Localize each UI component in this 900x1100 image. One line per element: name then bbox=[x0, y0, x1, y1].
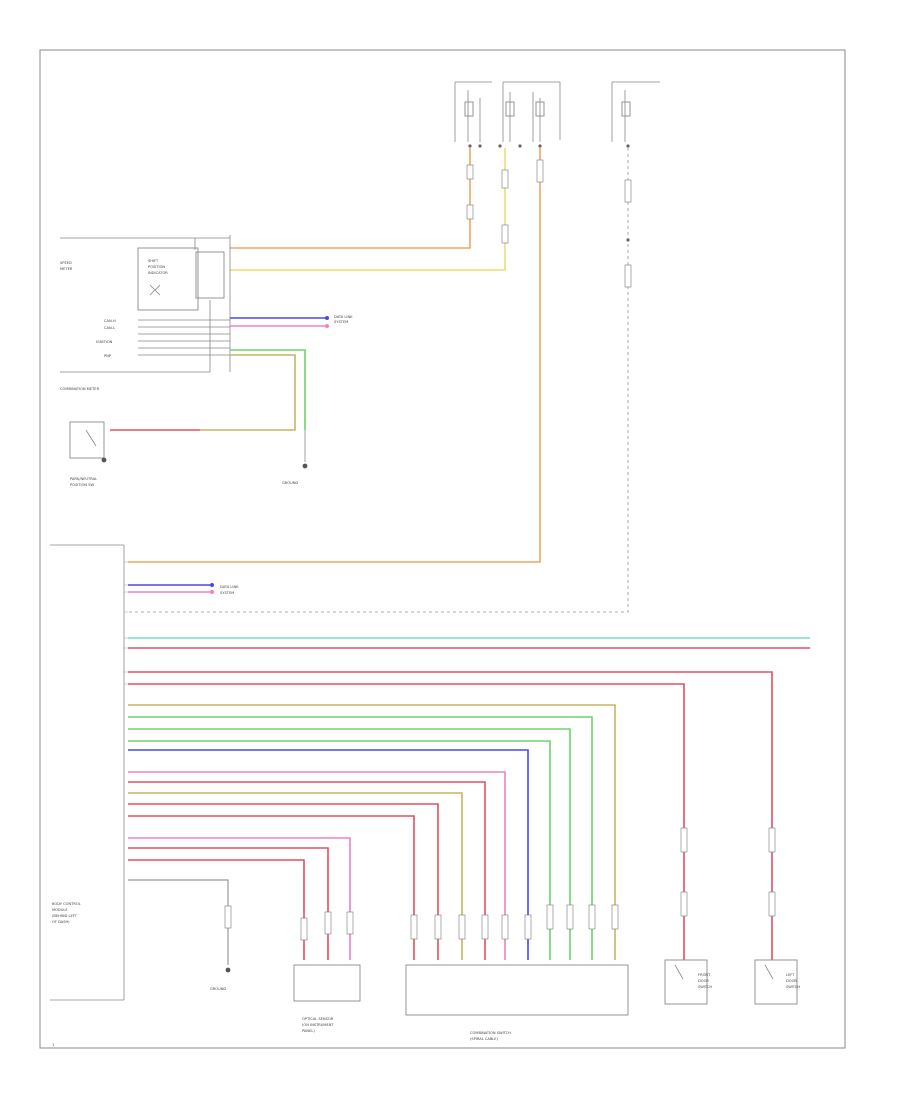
svg-text:OF DASH): OF DASH) bbox=[52, 920, 70, 924]
svg-text:(SPIRAL CABLE): (SPIRAL CABLE) bbox=[470, 1037, 499, 1041]
svg-text:SYSTEM: SYSTEM bbox=[334, 320, 348, 324]
svg-text:MODULE: MODULE bbox=[52, 908, 68, 912]
bottom-connectors bbox=[224, 827, 776, 941]
pnp-wires: GROUND PARK/NEUTRAL POSITION SW bbox=[69, 349, 308, 487]
svg-text:DOOR: DOOR bbox=[698, 979, 709, 983]
svg-text:BODY CONTROL: BODY CONTROL bbox=[52, 902, 81, 906]
can-wires-top: DATA LINK SYSTEM bbox=[230, 315, 353, 328]
svg-text:PARK/NEUTRAL: PARK/NEUTRAL bbox=[70, 477, 97, 481]
fuse-block-group bbox=[454, 81, 660, 148]
svg-text:IGNITION: IGNITION bbox=[96, 340, 113, 344]
optical-sensor-box bbox=[293, 964, 361, 1002]
wire-gray-dashed bbox=[128, 148, 629, 613]
wire-yellow-a bbox=[230, 148, 506, 271]
svg-text:COMBINATION METER: COMBINATION METER bbox=[60, 387, 100, 391]
svg-text:GROUND: GROUND bbox=[210, 987, 226, 991]
svg-text:GROUND: GROUND bbox=[282, 481, 298, 485]
svg-text:COMBINATION SWITCH: COMBINATION SWITCH bbox=[470, 1031, 511, 1035]
bcm-long-wires bbox=[128, 637, 810, 960]
optical-sensor-wires bbox=[128, 837, 351, 973]
svg-text:INDICATOR: INDICATOR bbox=[148, 271, 168, 275]
svg-text:FRONT: FRONT bbox=[698, 973, 711, 977]
combination-switch-wires bbox=[128, 704, 616, 960]
svg-text:SHIFT: SHIFT bbox=[148, 259, 159, 263]
svg-text:DOOR: DOOR bbox=[786, 979, 797, 983]
svg-text:DATA LINK: DATA LINK bbox=[334, 315, 353, 319]
combination-switch-box bbox=[405, 964, 629, 1016]
svg-text:(ON INSTRUMENT: (ON INSTRUMENT bbox=[302, 1023, 334, 1027]
right-door-switch-box bbox=[664, 959, 708, 1005]
svg-text:CAN-H: CAN-H bbox=[104, 319, 116, 323]
body-control-module: BODY CONTROL MODULE (BEHIND LEFT OF DASH… bbox=[50, 544, 125, 1001]
svg-text:LEFT: LEFT bbox=[786, 973, 795, 977]
wire-orange-a bbox=[230, 148, 471, 249]
svg-text:POSITION SW: POSITION SW bbox=[70, 483, 95, 487]
svg-text:CAN-L: CAN-L bbox=[104, 326, 115, 330]
svg-text:SWITCH: SWITCH bbox=[698, 985, 712, 989]
top-feed-wires bbox=[128, 148, 632, 613]
svg-text:PANEL): PANEL) bbox=[302, 1029, 315, 1033]
svg-text:DATA LINK: DATA LINK bbox=[220, 585, 239, 589]
diagram-frame bbox=[39, 49, 846, 1049]
svg-text:SYSTEM: SYSTEM bbox=[220, 591, 234, 595]
combination-meter: SPEED METER SHIFT POSITION INDICATOR CAN… bbox=[60, 235, 231, 391]
svg-text:(BEHIND LEFT: (BEHIND LEFT bbox=[52, 914, 78, 918]
bottom-components: OPTICAL SENSOR (ON INSTRUMENT PANEL) COM… bbox=[210, 959, 800, 1041]
svg-text:SPEED: SPEED bbox=[60, 261, 72, 265]
can-wires-bcm: DATA LINK SYSTEM bbox=[128, 583, 239, 595]
footer-code: 1 bbox=[52, 1043, 54, 1047]
svg-text:PNP: PNP bbox=[104, 354, 112, 358]
svg-text:METER: METER bbox=[60, 267, 73, 271]
bcm-pin-ticks bbox=[124, 561, 128, 685]
svg-text:OPTICAL SENSOR: OPTICAL SENSOR bbox=[302, 1017, 334, 1021]
svg-text:SWITCH: SWITCH bbox=[786, 985, 800, 989]
left-door-switch-box bbox=[754, 959, 798, 1005]
wire-orange-b bbox=[128, 148, 541, 563]
svg-text:POSITION: POSITION bbox=[148, 265, 165, 269]
